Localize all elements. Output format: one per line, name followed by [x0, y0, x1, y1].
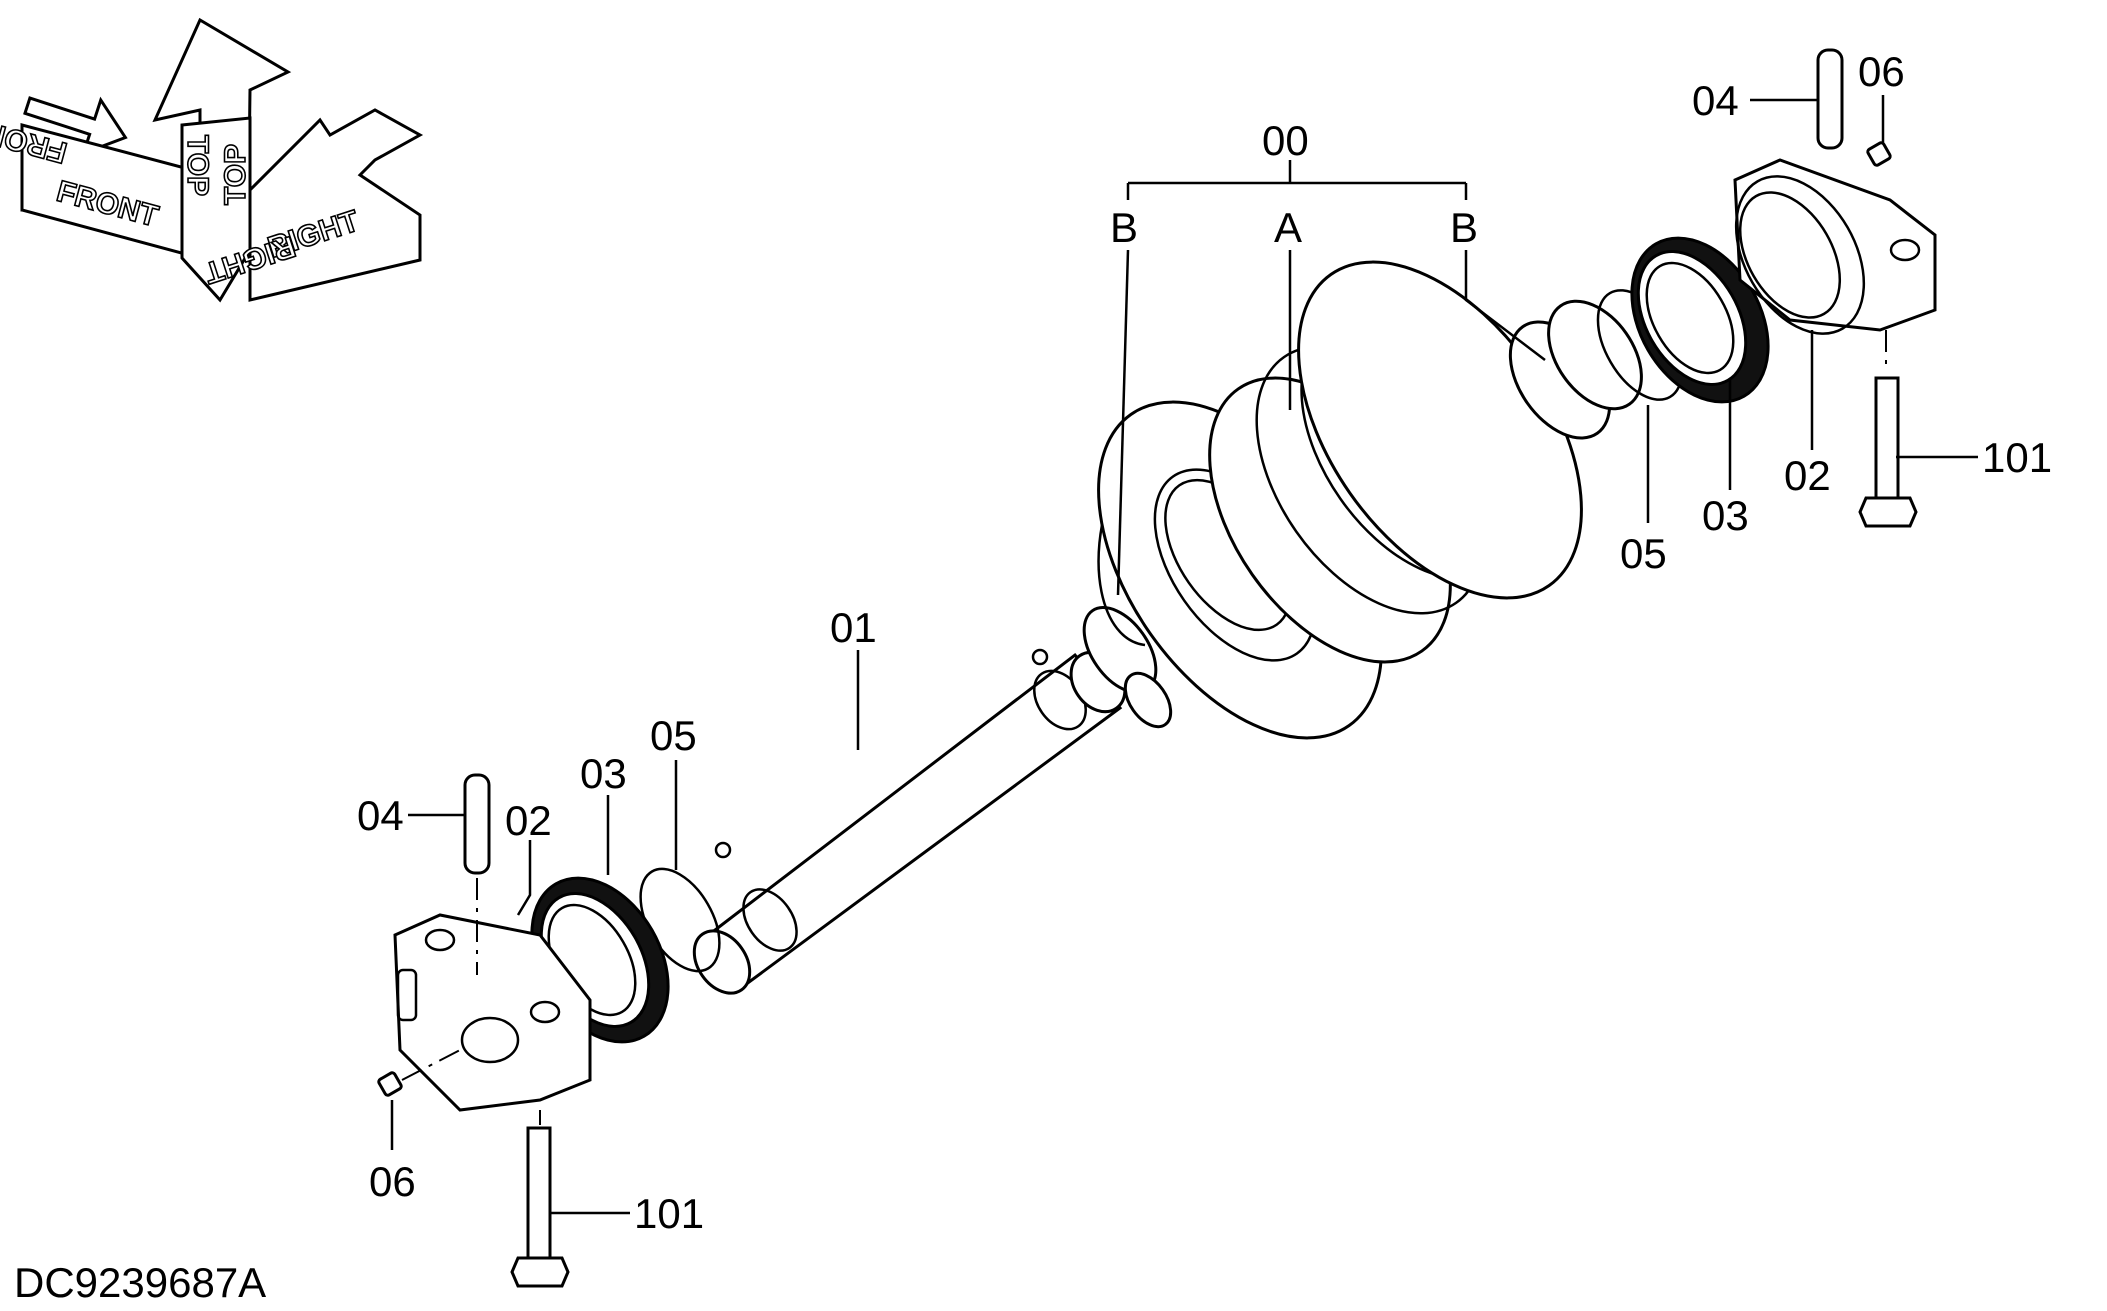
label-b-left: B [1110, 204, 1138, 251]
label-04-left: 04 [357, 792, 404, 839]
orientation-indicator: FRONT FRONT TOP TOP RIGHT RIGHT [0, 17, 424, 303]
label-06-left: 06 [369, 1158, 416, 1205]
label-05-left: 05 [650, 712, 697, 759]
plug-left-06 [377, 1049, 461, 1097]
bolt-right-101 [1858, 330, 1918, 528]
bracket-right-02 [1733, 158, 1937, 335]
plug-right-06 [1866, 141, 1892, 167]
pin-left-04 [463, 773, 491, 975]
seal-right-03 [1630, 236, 1770, 404]
label-03-left: 03 [580, 750, 627, 797]
label-02-left: 02 [505, 797, 552, 844]
label-03-right: 03 [1702, 492, 1749, 539]
label-00: 00 [1262, 117, 1309, 164]
label-a: A [1274, 204, 1302, 251]
label-06-right: 06 [1858, 48, 1905, 95]
label-101-left: 101 [634, 1190, 704, 1237]
right-arrow-icon: RIGHT RIGHT [200, 108, 424, 302]
label-101-right: 101 [1982, 434, 2052, 481]
shaft-part-01 [692, 606, 1173, 995]
pin-right-04 [1816, 48, 1844, 150]
label-02-right: 02 [1784, 452, 1831, 499]
top-label-mirror: TOP [219, 144, 252, 205]
label-04-right: 04 [1692, 77, 1739, 124]
roller-assembly-00 [1097, 260, 1643, 740]
top-arrow-icon: TOP TOP [152, 17, 292, 303]
label-01: 01 [830, 604, 877, 651]
bolt-left-101 [510, 1110, 570, 1288]
part-labels: 00 B A B 01 05 03 02 04 06 101 05 03 02 … [357, 48, 2052, 1237]
label-b-right: B [1450, 204, 1478, 251]
drawing-id: DC9239687A [14, 1259, 266, 1306]
label-05-right: 05 [1620, 530, 1667, 577]
top-label: TOP [181, 135, 214, 196]
leader-lines [390, 95, 1978, 1215]
